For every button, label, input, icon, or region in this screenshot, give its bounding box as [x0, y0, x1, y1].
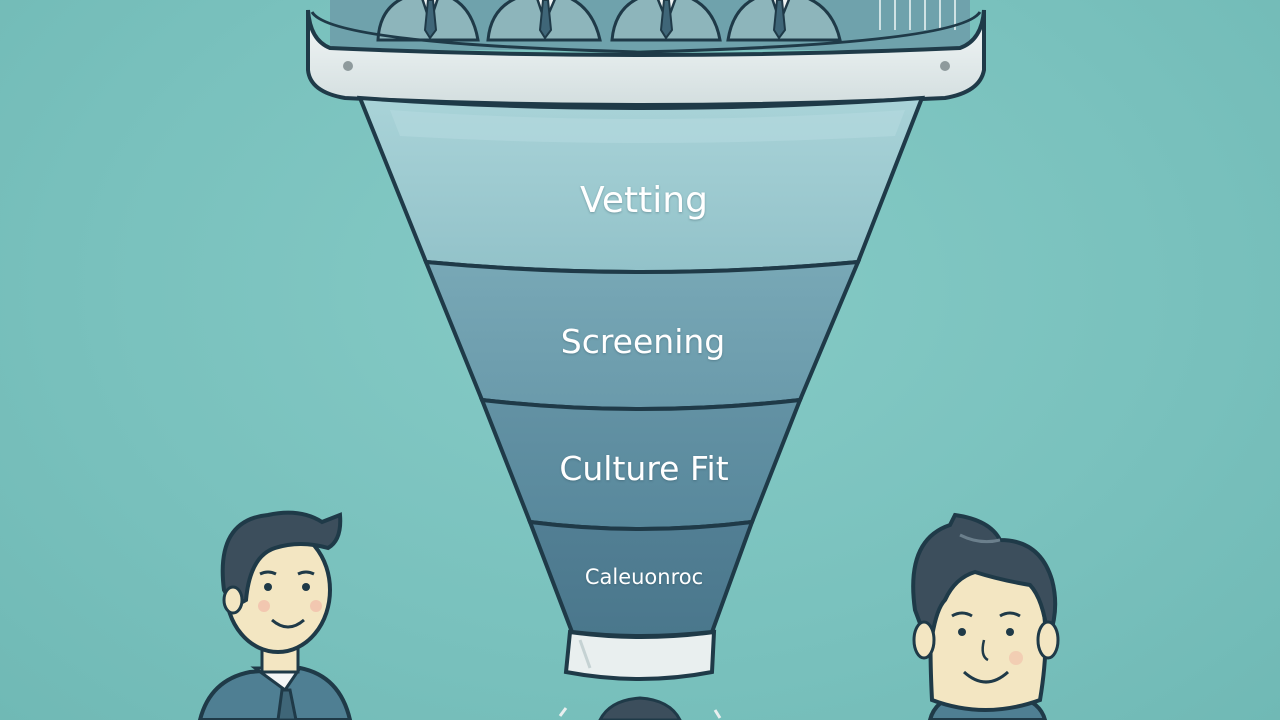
recruiter-right-icon	[911, 512, 1060, 720]
output-candidate-icon	[558, 696, 722, 720]
funnel-stage-screening	[422, 259, 862, 411]
funnel-stage-final	[526, 519, 755, 638]
candidates-crowd-icon	[330, 0, 970, 50]
funnel-stage-vetting	[356, 95, 926, 274]
funnel-stage-culture-fit	[478, 397, 804, 531]
funnel-spout	[563, 629, 717, 681]
recruiter-left-icon	[197, 510, 353, 720]
